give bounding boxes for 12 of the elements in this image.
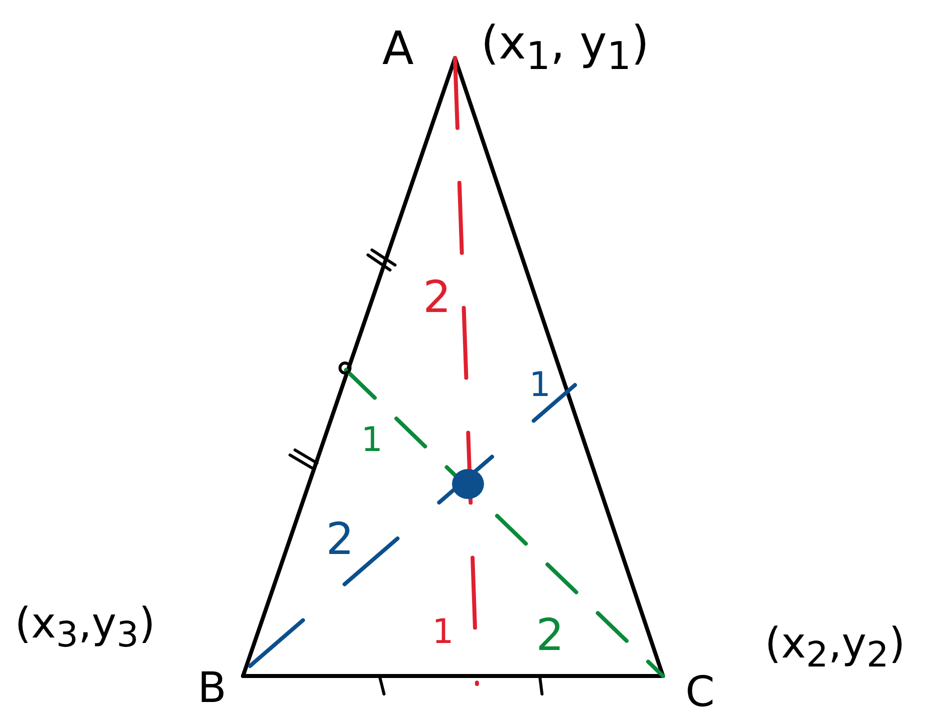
ratio-label: 1 (361, 423, 383, 457)
ratio-label: 2 (423, 276, 451, 320)
ratio-label: 1 (529, 368, 551, 402)
ratio-label: 2 (326, 518, 354, 562)
coordinate-label: (x$_{3}$,y$_{3}$) (14, 602, 156, 654)
coordinate-label: (x$_{2}$,y$_{2}$) (764, 622, 906, 674)
vertex-label: A (382, 25, 414, 71)
vertex-label: B (198, 667, 226, 709)
vertex-label: C (685, 671, 715, 713)
ratio-label: 2 (536, 614, 564, 658)
coordinate-label: (x$_{1}$, y$_{1}$) (480, 20, 650, 76)
ratio-label: 1 (432, 615, 454, 649)
